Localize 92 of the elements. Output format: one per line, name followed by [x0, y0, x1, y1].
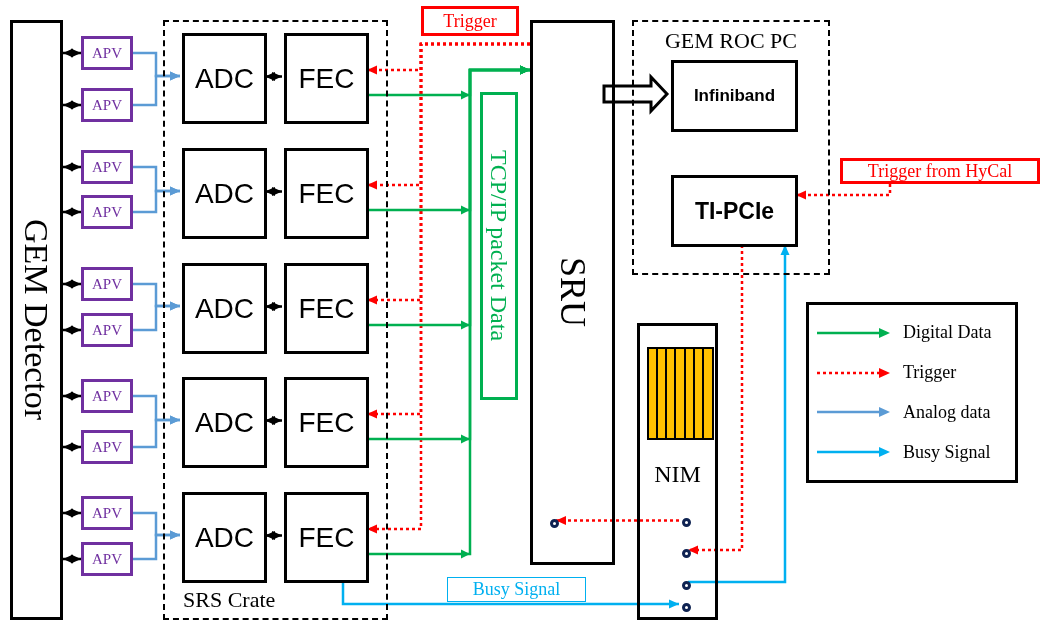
arrow [341, 581, 679, 609]
box-label: Trigger from HyCal [867, 159, 1013, 183]
arrow [63, 279, 81, 289]
module-box [284, 263, 369, 354]
arrow [265, 531, 282, 540]
chip-box [81, 195, 133, 229]
arrow [265, 416, 282, 425]
box-label: FEC [298, 291, 355, 326]
signal-tag [421, 6, 519, 36]
arrow [688, 245, 790, 584]
box-label: FEC [298, 176, 355, 211]
box-label: APV [92, 503, 122, 523]
legend-label: Digital Data [903, 321, 992, 345]
box-label: APV [92, 549, 122, 569]
box-label: APV [92, 274, 122, 294]
box-label: ADC [194, 291, 255, 326]
box-label: GEM Detector [17, 219, 56, 421]
legend-label: Busy Signal [903, 440, 991, 464]
chip-box [81, 496, 133, 530]
module-box [284, 377, 369, 468]
box-label: APV [92, 437, 122, 457]
box-label: TI-PCIe [694, 196, 775, 226]
box-label: APV [92, 202, 122, 222]
arrow [796, 182, 892, 200]
pc-frame [632, 20, 830, 275]
arrow [63, 554, 81, 564]
arrow [265, 302, 282, 311]
chip-box [81, 88, 133, 122]
box-label: FEC [298, 61, 355, 96]
box-label: Trigger [443, 9, 497, 33]
chip-box [81, 36, 133, 70]
chip-box [81, 313, 133, 347]
box-label: APV [92, 320, 122, 340]
box-label: Busy Signal [472, 578, 561, 601]
packet-box [480, 92, 518, 400]
module-box [182, 263, 267, 354]
module-box [182, 492, 267, 583]
module-box [182, 377, 267, 468]
box-label: FEC [298, 520, 355, 555]
arrow [133, 530, 180, 561]
arrow [63, 100, 81, 110]
arrow [63, 207, 81, 217]
arrow [133, 71, 180, 107]
box-label: TCP/IP packet Data [485, 150, 513, 342]
box-label: SRU [551, 257, 594, 328]
block-arrow [602, 73, 670, 115]
chip-box [81, 430, 133, 464]
arrow [63, 325, 81, 335]
legend-label: Analog data [903, 400, 991, 424]
arrow [688, 245, 744, 555]
box-label: Infiniband [693, 85, 776, 108]
box-label: APV [92, 43, 122, 63]
arrow [556, 516, 679, 525]
detector-box [10, 20, 63, 620]
arrow [265, 187, 282, 196]
arrow [133, 186, 180, 214]
arrow [133, 301, 180, 332]
box-label: APV [92, 386, 122, 406]
box-label: FEC [298, 405, 355, 440]
module-box [284, 492, 369, 583]
box-label: NIM [653, 460, 702, 489]
module-box [284, 33, 369, 124]
arrow [63, 391, 81, 401]
arrow [133, 415, 180, 449]
box-label: APV [92, 157, 122, 177]
chip-box [81, 150, 133, 184]
arrow [63, 48, 81, 58]
nim-box [637, 323, 718, 620]
module-box [182, 148, 267, 239]
box-label: APV [92, 95, 122, 115]
arrow [63, 508, 81, 518]
box-label: ADC [194, 520, 255, 555]
chip-box [81, 267, 133, 301]
box-label: ADC [194, 176, 255, 211]
chip-box [81, 379, 133, 413]
signal-tag [447, 577, 586, 602]
chip-box [81, 542, 133, 576]
crate-frame [163, 20, 388, 620]
card-box [671, 60, 798, 132]
box-label: ADC [194, 61, 255, 96]
box-label: GEM ROC PC [663, 27, 798, 55]
arrow [265, 72, 282, 81]
box-label: ADC [194, 405, 255, 440]
unit-box [530, 20, 615, 565]
module-box [182, 33, 267, 124]
box-label: SRS Crate [183, 586, 276, 614]
arrow [63, 162, 81, 172]
arrow [63, 442, 81, 452]
signal-tag [840, 158, 1040, 184]
module-box [284, 148, 369, 239]
card-box [671, 175, 798, 247]
legend-label: Trigger [903, 361, 957, 385]
